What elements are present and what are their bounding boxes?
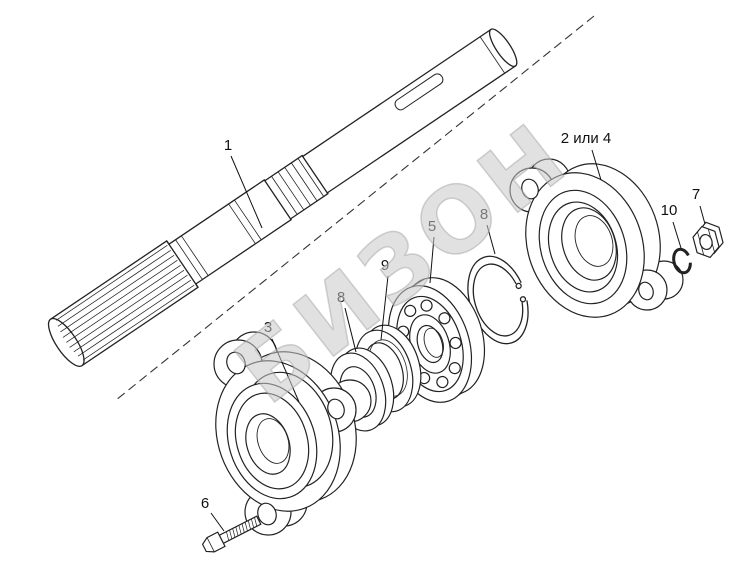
shaft-splines bbox=[55, 245, 195, 361]
bolt-threads bbox=[226, 517, 258, 541]
label-flange: 3 bbox=[264, 319, 272, 336]
ear-hole bbox=[257, 502, 277, 526]
label-housing: 2 или 4 bbox=[561, 130, 612, 147]
drive-shaft bbox=[47, 28, 518, 367]
label-ring-right: 8 bbox=[480, 206, 488, 223]
hex-bolt bbox=[201, 515, 262, 553]
ear-hole bbox=[638, 281, 654, 301]
label-ring-left: 8 bbox=[337, 289, 345, 306]
label-seal-ring: 9 bbox=[381, 257, 389, 274]
leader-lines bbox=[210, 149, 706, 532]
ear-hole bbox=[226, 351, 246, 375]
callout-labels: 1 2 или 4 3 5 6 7 8 8 9 10 bbox=[201, 130, 700, 512]
label-nut: 7 bbox=[692, 186, 700, 203]
ear-hole bbox=[327, 398, 345, 420]
bolt-head bbox=[201, 531, 226, 553]
lock-washer bbox=[672, 247, 692, 275]
bearing-housing-cap bbox=[509, 158, 684, 318]
assembly-centerline bbox=[115, 15, 595, 401]
label-bolt: 6 bbox=[201, 495, 209, 512]
flange-housing bbox=[213, 331, 372, 536]
label-bearing: 5 bbox=[428, 218, 436, 235]
label-lock-washer: 10 bbox=[661, 202, 678, 219]
ear-hole bbox=[521, 178, 539, 200]
shaft-keyway-slot bbox=[394, 73, 444, 111]
label-shaft: 1 bbox=[224, 137, 232, 154]
hex-nut bbox=[692, 221, 724, 259]
